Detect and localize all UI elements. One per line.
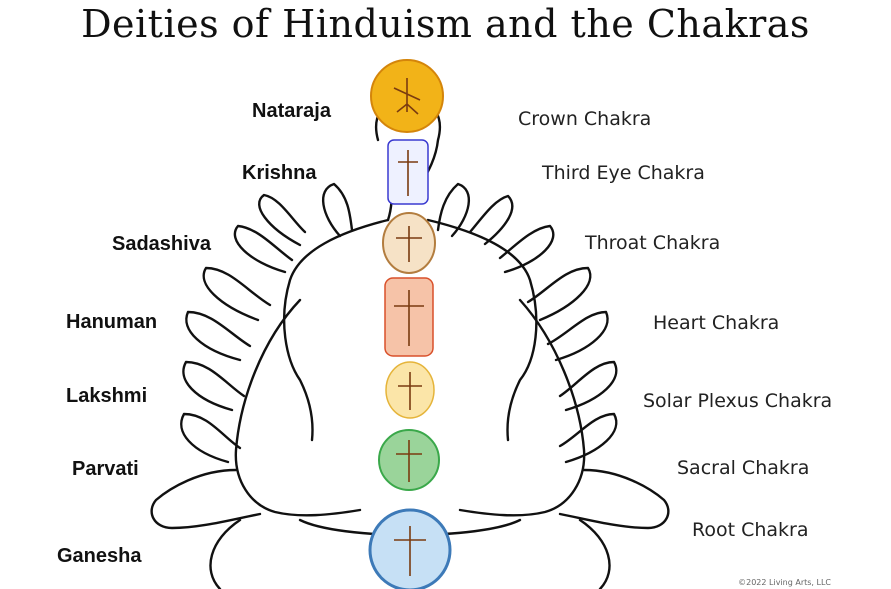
lotus-petal-left-1	[258, 193, 307, 247]
deity-label-lakshmi: Lakshmi	[66, 385, 148, 407]
figure-arm-right	[458, 298, 586, 517]
deity-label-sadashiva: Sadashiva	[112, 233, 211, 255]
chakra-label-sacral: Sacral Chakra	[677, 457, 810, 479]
lotus-petal-right-1	[468, 194, 514, 246]
deity-label-krishna: Krishna	[242, 162, 317, 184]
lotus-petal-right-2	[498, 224, 555, 274]
chakra-label-root: Root Chakra	[692, 519, 809, 541]
figure-arm-left	[234, 298, 362, 517]
deity-label-ganesha: Ganesha	[57, 545, 142, 567]
figure-torso-right	[426, 218, 538, 442]
deity-label-hanuman: Hanuman	[66, 311, 158, 333]
lotus-petal-left-3	[202, 266, 272, 322]
chakra-label-heart: Heart Chakra	[653, 312, 780, 334]
diagram-title: Deities of Hinduism and the Chakras	[81, 2, 810, 46]
lotus-petal-left-6	[180, 412, 242, 464]
figure-hand-right	[558, 468, 670, 530]
chakra-label-throat: Throat Chakra	[585, 232, 721, 254]
lotus-petal-right-5	[558, 360, 618, 412]
chakra-label-third-eye: Third Eye Chakra	[542, 162, 705, 184]
lotus-petal-left-5	[182, 360, 246, 412]
lotus-petal-left-2	[233, 224, 294, 274]
deity-label-parvati: Parvati	[72, 458, 139, 480]
copyright-notice: ©2022 Living Arts, LLC	[738, 578, 831, 587]
chakra-medallions	[368, 59, 452, 589]
lotus-petal-right-4	[546, 310, 609, 362]
lotus-petal-right-6	[558, 412, 618, 464]
chakra-label-crown: Crown Chakra	[518, 108, 652, 130]
figure-hand-left	[150, 468, 262, 530]
lotus-petal-right-7	[436, 182, 471, 238]
deity-label-nataraja: Nataraja	[252, 100, 331, 122]
lotus-petal-left-7	[321, 182, 354, 238]
figure-torso-left	[282, 218, 390, 442]
lotus-petal-right-3	[526, 266, 592, 322]
chakra-label-solar-plexus: Solar Plexus Chakra	[643, 390, 833, 412]
lotus-petal-left-4	[185, 310, 252, 362]
